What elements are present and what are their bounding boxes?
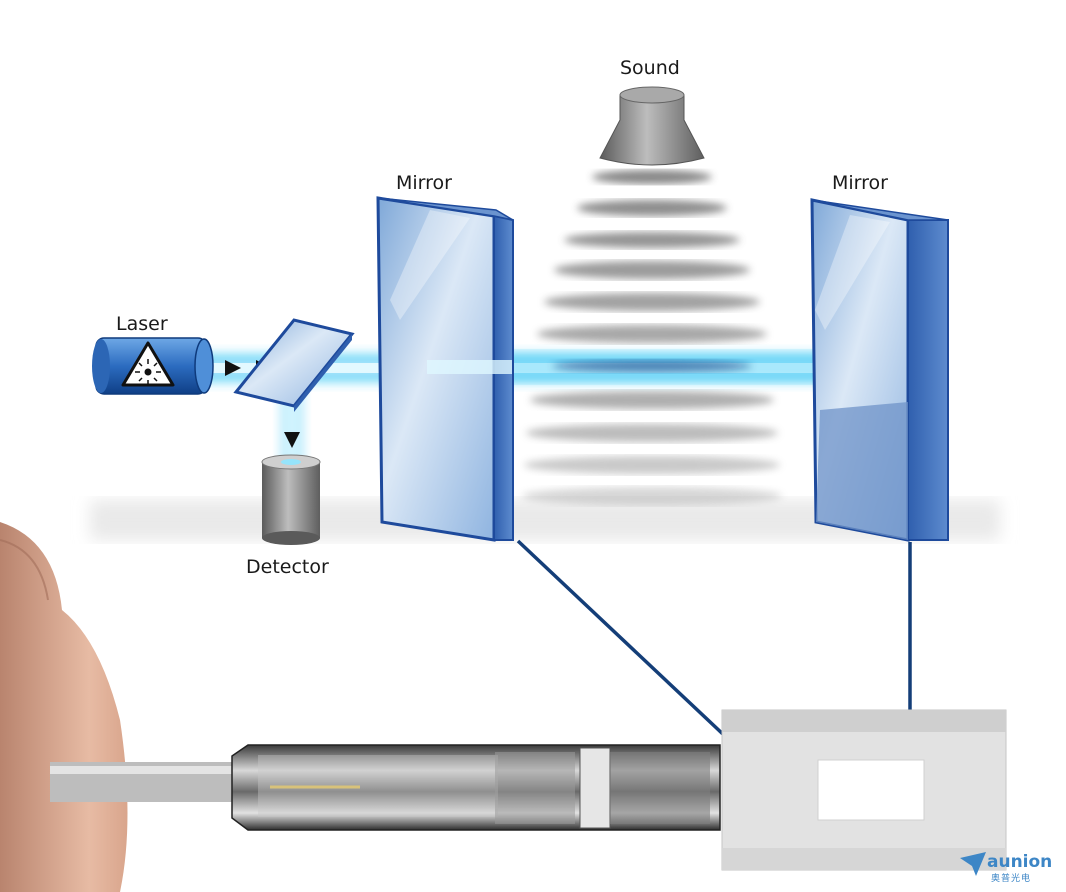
laser-label: Laser	[116, 313, 168, 335]
sound-label: Sound	[620, 57, 680, 79]
laser-warning-icon	[121, 341, 175, 387]
logo-name: aunion	[987, 852, 1053, 872]
company-logo: aunion 奥普光电	[957, 852, 1057, 886]
sound-waves	[522, 170, 782, 505]
mirror-left-label: Mirror	[396, 172, 452, 194]
finger-photo	[0, 522, 128, 892]
mirror-left	[376, 196, 514, 542]
mirror-block-zoom	[721, 709, 1007, 871]
detector-device	[261, 454, 321, 545]
mirror-right-label: Mirror	[832, 172, 888, 194]
laser-device	[92, 337, 214, 395]
beam-splitter	[233, 318, 355, 412]
microphone-tube	[231, 744, 721, 831]
logo-subtitle: 奥普光电	[991, 874, 1032, 884]
mirror-right	[810, 198, 949, 542]
fiber-cable	[50, 762, 245, 802]
logo-arrow-icon	[960, 852, 986, 876]
sound-speaker-icon	[599, 86, 705, 166]
detector-label: Detector	[246, 556, 329, 578]
